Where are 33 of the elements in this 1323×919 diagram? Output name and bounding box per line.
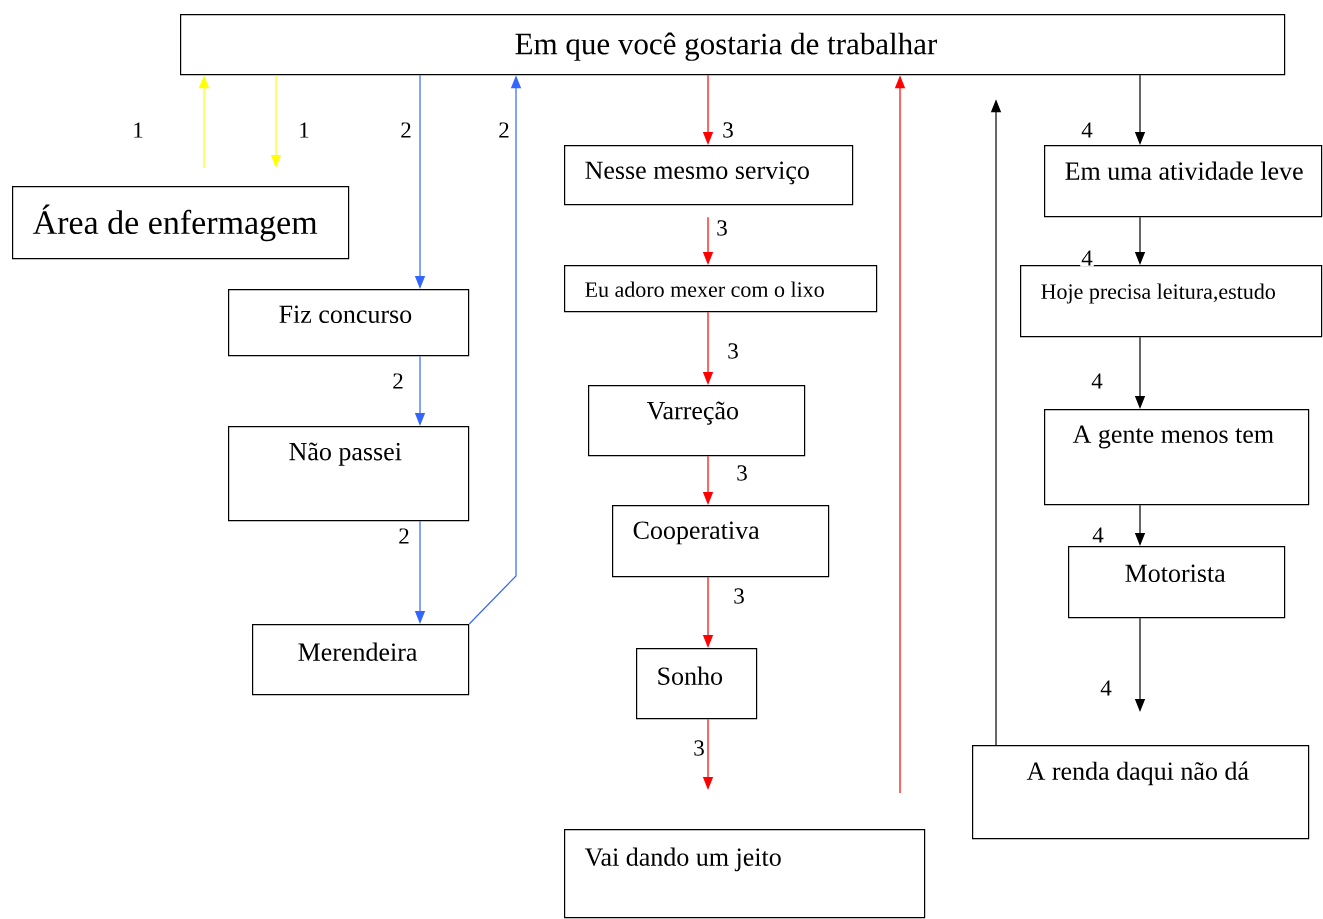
edge-label: 3 bbox=[692, 739, 706, 757]
edge-label: 2 bbox=[397, 527, 411, 545]
edge-label: 1 bbox=[297, 121, 311, 139]
process-box: Eu adoro mexer com o lixo bbox=[564, 265, 878, 313]
process-box: Área de enfermagem bbox=[12, 186, 350, 260]
process-box: Merendeira bbox=[252, 624, 470, 696]
edge-label: 3 bbox=[726, 342, 740, 360]
process-box: Hoje precisa leitura,estudo bbox=[1020, 265, 1323, 338]
process-box: Vai dando um jeito bbox=[564, 829, 926, 919]
edge-label: 4 bbox=[1080, 121, 1094, 139]
process-box: Em uma atividade leve bbox=[1044, 145, 1323, 218]
edge-label: 2 bbox=[391, 372, 405, 390]
edge-label: 1 bbox=[131, 121, 145, 139]
edge-label: 3 bbox=[715, 219, 729, 237]
edge-label: 4 bbox=[1099, 679, 1113, 697]
process-box: Fiz concurso bbox=[228, 289, 470, 357]
process-box: Sonho bbox=[636, 648, 758, 720]
process-box: Não passei bbox=[228, 426, 470, 522]
edge-label: 3 bbox=[735, 464, 749, 482]
process-box: A gente menos tem bbox=[1044, 409, 1310, 506]
edge-label: 4 bbox=[1080, 249, 1094, 267]
edge-label: 4 bbox=[1090, 372, 1104, 390]
edge-label: 4 bbox=[1091, 526, 1105, 544]
process-box: Nesse mesmo serviço bbox=[564, 145, 854, 206]
process-box: Em que você gostaria de trabalhar bbox=[180, 14, 1286, 76]
edge-label: 2 bbox=[399, 121, 413, 139]
process-box: Motorista bbox=[1068, 546, 1286, 619]
process-box: Varreção bbox=[588, 385, 806, 457]
process-box: A renda daqui não dá bbox=[972, 745, 1310, 840]
process-box: Cooperativa bbox=[612, 505, 830, 578]
edge-label: 3 bbox=[721, 121, 735, 139]
edge-label: 3 bbox=[732, 587, 746, 605]
edge-label: 2 bbox=[497, 121, 511, 139]
